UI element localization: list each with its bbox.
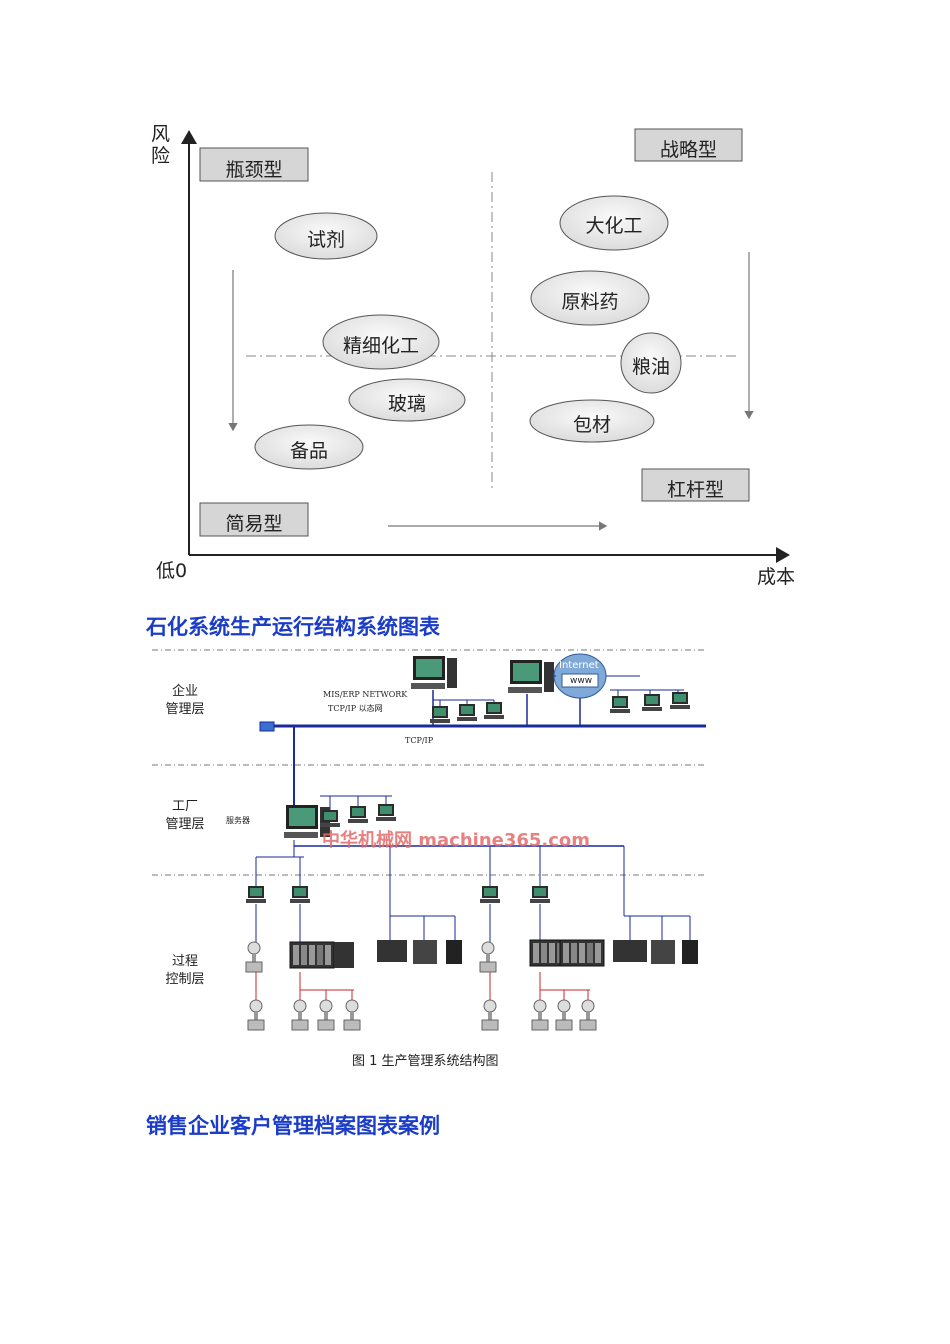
item-label-5: 大化工: [585, 215, 643, 237]
quadrant-label-bottom-left: 简易型: [225, 513, 283, 535]
watermark: 中华机械网 machine365.com: [322, 830, 591, 851]
www-label: www: [570, 676, 593, 686]
figure-caption: 图 1 生产管理系统结构图: [352, 1054, 499, 1069]
bus-label-tcpip: TCP/IP: [405, 736, 434, 745]
quadrant-box-bottom-left: [199, 502, 309, 537]
item-ellipse-5: [559, 195, 669, 251]
item-label-3: 玻璃: [387, 393, 426, 415]
item-ellipse-1: [274, 212, 378, 260]
y-axis-label: 风险: [151, 123, 171, 167]
item-label-1: 试剂: [306, 229, 345, 251]
network-label-mis-erp: MIS/ERP NETWORK: [323, 690, 408, 699]
quadrant-label-bottom-right: 杠杆型: [666, 479, 724, 501]
item-label-6: 原料药: [561, 291, 619, 313]
quadrant-box-top-right: [634, 128, 743, 162]
layer-label-process: 过程 控制层: [165, 954, 205, 987]
server-label: 服务器: [226, 816, 250, 825]
item-ellipse-7: [620, 332, 682, 394]
section-heading-1: 石化系统生产运行结构系统图表: [146, 615, 440, 639]
section-heading-2: 销售企业客户管理档案图表案例: [146, 1114, 440, 1138]
quadrant-label-top-left: 瓶颈型: [225, 159, 283, 181]
internet-label: Internet: [559, 660, 599, 671]
item-label-2: 精细化工: [342, 335, 419, 357]
quadrant-label-top-right: 战略型: [659, 139, 717, 161]
origin-label: 低0: [156, 560, 188, 582]
item-ellipse-8: [529, 399, 655, 443]
item-label-4: 备品: [289, 440, 328, 462]
item-ellipse-6: [530, 270, 650, 326]
item-ellipse-4: [254, 424, 364, 470]
quadrant-box-bottom-right: [641, 468, 750, 502]
quadrant-chart: [181, 128, 790, 563]
network-label-tcpip-ethernet: TCP/IP 以态网: [328, 704, 383, 713]
layer-label-enterprise: 企业 管理层: [165, 684, 205, 717]
layer-label-factory: 工厂 管理层: [165, 799, 205, 832]
item-ellipse-2: [322, 314, 440, 370]
x-axis-label: 成本: [757, 566, 796, 588]
quadrant-box-top-left: [199, 147, 309, 182]
item-label-8: 包材: [572, 414, 611, 436]
item-label-7: 粮油: [631, 356, 670, 378]
item-ellipse-3: [348, 378, 466, 422]
hub-icon: [259, 721, 275, 732]
